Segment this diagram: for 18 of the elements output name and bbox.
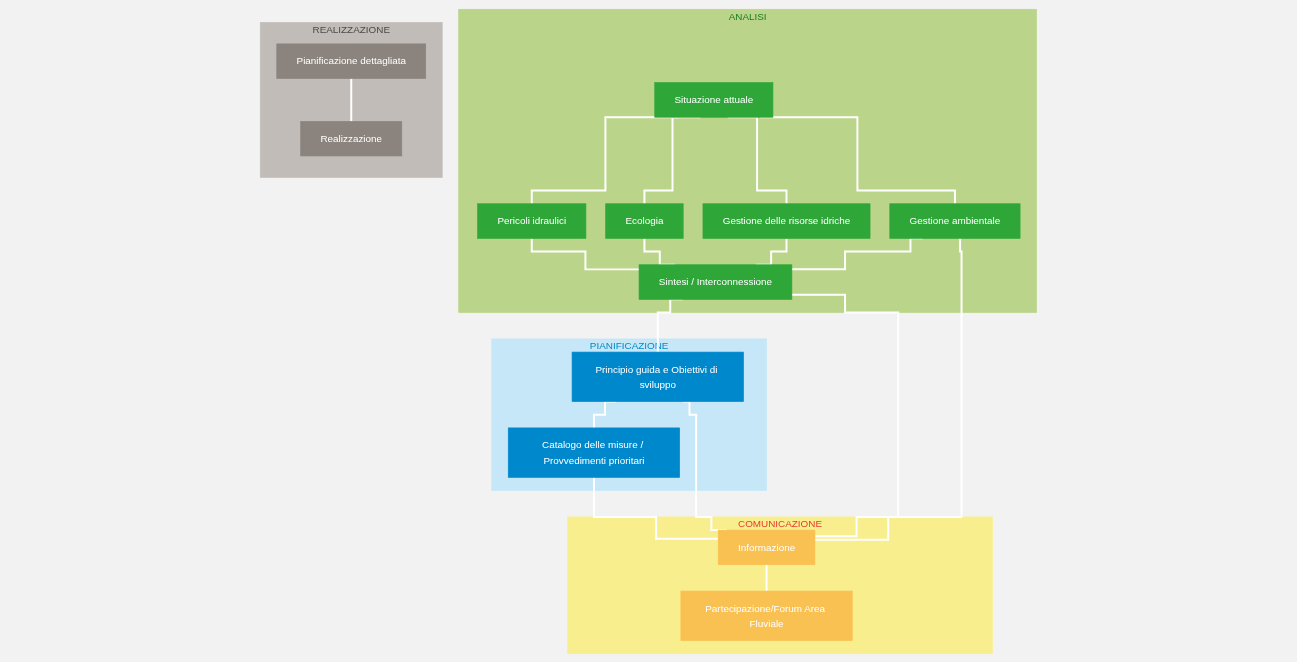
connector xyxy=(350,77,353,122)
node-box: Realizzazione xyxy=(300,120,403,156)
node-box: Sintesi / Interconnessione xyxy=(638,263,793,300)
node-box: Informazione xyxy=(717,529,816,565)
connector xyxy=(530,236,641,270)
node-box: Gestione ambientale xyxy=(889,202,1021,239)
connector xyxy=(765,563,768,592)
node-box: Ecologia xyxy=(605,202,684,239)
node-box: Catalogo delle misure / Provvedimenti prioritari xyxy=(508,427,681,478)
node-box: Principio guida e Obiettivi di sviluppo xyxy=(571,351,744,402)
connector xyxy=(814,236,963,541)
node-box: Situazione attuale xyxy=(654,81,774,118)
connector xyxy=(790,293,900,537)
node-box: Partecipazione/Forum Area Fluviale xyxy=(680,590,853,641)
node-box: Gestione delle risorse idriche xyxy=(702,202,871,239)
node-box: Pianificazione dettagliata xyxy=(276,43,427,79)
connector xyxy=(593,475,720,540)
node-box: Pericoli idraulici xyxy=(477,202,587,239)
